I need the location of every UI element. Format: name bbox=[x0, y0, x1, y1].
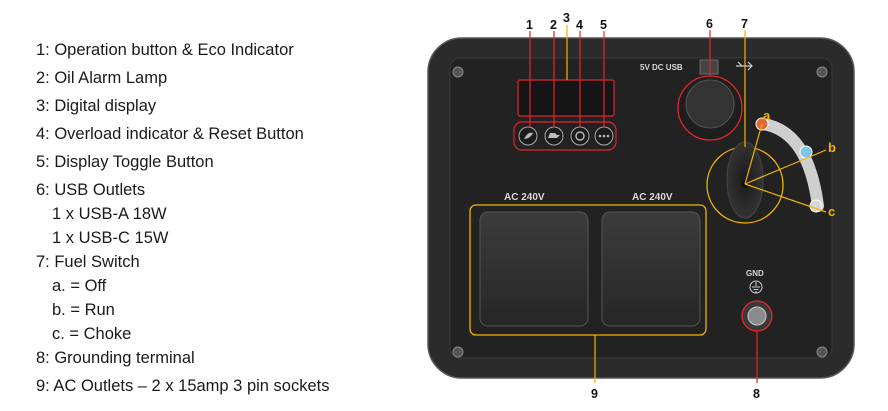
legend-item-8: 8: Grounding terminal bbox=[36, 349, 195, 367]
grounding-bolt bbox=[747, 306, 767, 326]
usb-label: 5V DC USB bbox=[640, 63, 683, 72]
ac-outlet-left[interactable] bbox=[479, 211, 589, 327]
usb-label-box bbox=[699, 59, 719, 75]
screw-icon bbox=[452, 346, 464, 358]
legend-item-6: 6: USB Outlets bbox=[36, 181, 146, 199]
callout-9: 9 bbox=[591, 387, 598, 401]
ac-outlet-right[interactable] bbox=[601, 211, 701, 327]
legend-item-7c: c. = Choke bbox=[52, 325, 132, 343]
legend-item-6b: 1 x USB-C 15W bbox=[52, 229, 169, 247]
button-group-outline bbox=[513, 121, 617, 151]
legend-item-5: 5: Display Toggle Button bbox=[36, 153, 214, 171]
component-legend: 1: Operation button & Eco Indicator 2: O… bbox=[36, 38, 406, 398]
callout-c: c bbox=[828, 204, 835, 219]
eco-leaf-icon bbox=[524, 132, 533, 139]
callout-4: 4 bbox=[576, 18, 583, 32]
display-toggle-button[interactable] bbox=[594, 126, 614, 146]
ac-outlet-right-label: AC 240V bbox=[632, 192, 673, 203]
callout-7: 7 bbox=[741, 17, 748, 31]
overload-reset-button[interactable] bbox=[570, 126, 590, 146]
legend-item-7b: b. = Run bbox=[52, 301, 115, 319]
operation-button[interactable] bbox=[518, 126, 538, 146]
screw-icon bbox=[816, 346, 828, 358]
screw-icon bbox=[816, 66, 828, 78]
usb-symbol-icon bbox=[736, 61, 753, 71]
callout-1: 1 bbox=[526, 18, 533, 32]
gnd-label: GND bbox=[746, 269, 764, 278]
digital-display bbox=[517, 79, 615, 117]
fuel-switch-arc-track bbox=[756, 118, 824, 212]
legend-item-3: 3: Digital display bbox=[36, 97, 157, 115]
corner-screws bbox=[452, 66, 828, 358]
callout-a: a bbox=[763, 108, 771, 123]
callout-3: 3 bbox=[563, 11, 570, 25]
legend-item-2: 2: Oil Alarm Lamp bbox=[36, 69, 168, 87]
ac-outlets-outline bbox=[469, 204, 707, 336]
legend-item-4: 4: Overload indicator & Reset Button bbox=[36, 125, 304, 143]
legend-item-7a: a. = Off bbox=[52, 277, 107, 295]
dots-icon bbox=[598, 134, 610, 138]
oil-alarm-lamp bbox=[544, 126, 564, 146]
callout-6: 6 bbox=[706, 17, 713, 31]
legend-item-7: 7: Fuel Switch bbox=[36, 253, 140, 271]
callout-8: 8 bbox=[753, 387, 760, 401]
callout-5: 5 bbox=[600, 18, 607, 32]
callout-lines bbox=[529, 25, 827, 383]
fuel-switch-knob[interactable] bbox=[726, 141, 764, 219]
callout-b: b bbox=[828, 140, 836, 155]
oil-can-icon bbox=[548, 133, 560, 138]
screw-icon bbox=[452, 66, 464, 78]
callout-2: 2 bbox=[550, 18, 557, 32]
legend-item-1: 1: Operation button & Eco Indicator bbox=[36, 41, 294, 59]
ac-outlet-left-label: AC 240V bbox=[504, 192, 545, 203]
legend-item-9: 9: AC Outlets – 2 x 15amp 3 pin sockets bbox=[36, 377, 330, 395]
usb-cap bbox=[685, 79, 735, 129]
reset-icon bbox=[575, 131, 585, 141]
legend-item-6a: 1 x USB-A 18W bbox=[52, 205, 167, 223]
ground-symbol-icon bbox=[749, 280, 763, 294]
